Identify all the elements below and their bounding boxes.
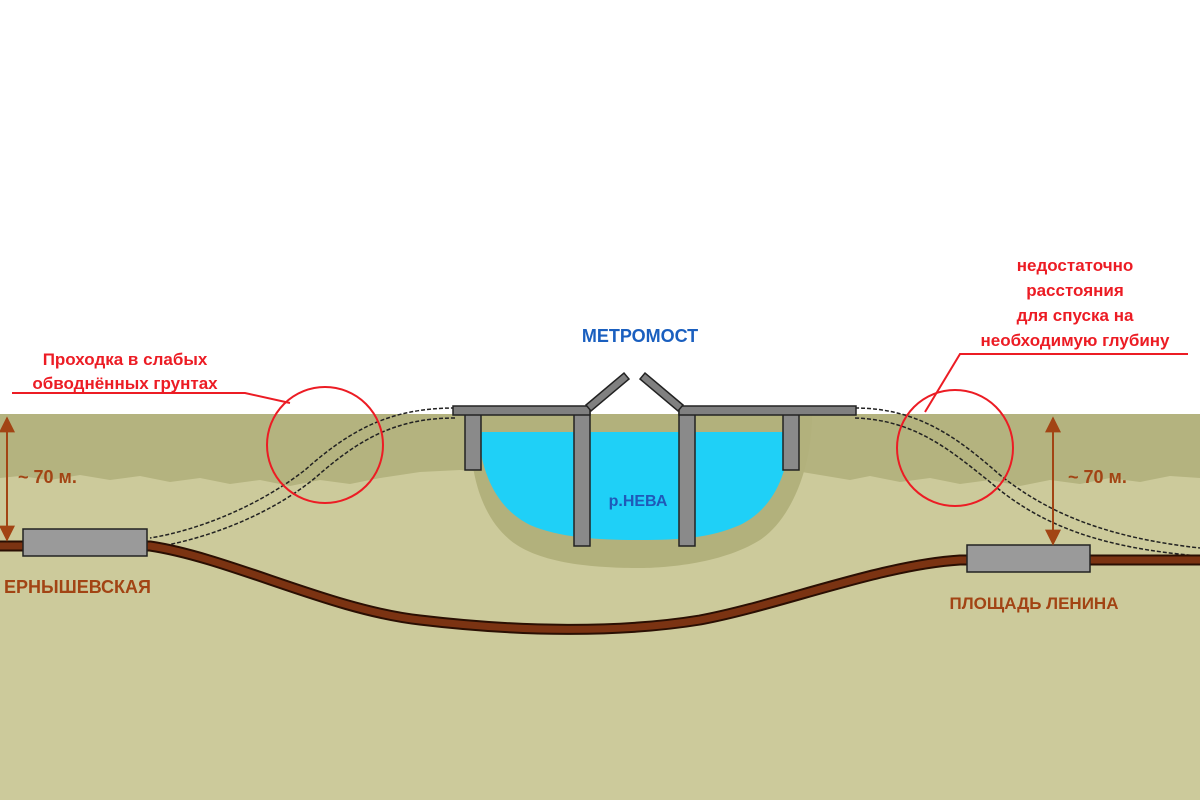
right-note-line-1: недостаточно [1017,256,1134,275]
bridge-pier-right-outer [782,411,800,471]
right-station-label: ПЛОЩАДЬ ЛЕНИНА [950,594,1119,613]
right-note-line-2: расстояния [1026,281,1124,300]
right-approach-line-lower [854,417,1200,557]
metro-bridge-label: МЕТРОМОСТ [582,326,698,346]
left-leader-line [12,392,291,404]
left-station-label: ЕРНЫШЕВСКАЯ [4,577,151,597]
river-label: р.НЕВА [609,493,668,510]
bridge-pier-left-inner [573,411,591,547]
left-problem-circle [266,386,384,504]
right-note-line-4: необходимую глубину [980,331,1170,350]
right-station-box [966,544,1091,573]
river-water [478,432,790,540]
bridge-deck-right [678,405,857,416]
drawbridge-leaf-right [638,371,685,413]
left-approach-line-lower [149,417,456,549]
deep-tunnel [0,542,1200,633]
drawbridge-leaf-left [584,371,631,413]
left-note-line-1: Проходка в слабых [43,350,208,369]
bridge-pier-left-outer [464,411,482,471]
left-note-line-2: обводнённых грунтах [32,374,218,393]
right-approach-line-upper [854,407,1200,549]
right-problem-circle [896,389,1014,507]
left-approach-line-upper [149,407,456,539]
bridge-deck-left [452,405,591,416]
bridge-pier-right-inner [678,411,696,547]
left-depth-label: ~ 70 м. [18,467,77,487]
right-leader-line [924,353,1188,413]
right-depth-label: ~ 70 м. [1068,467,1127,487]
left-station-box [22,528,148,557]
right-note-line-3: для спуска на [1017,306,1134,325]
